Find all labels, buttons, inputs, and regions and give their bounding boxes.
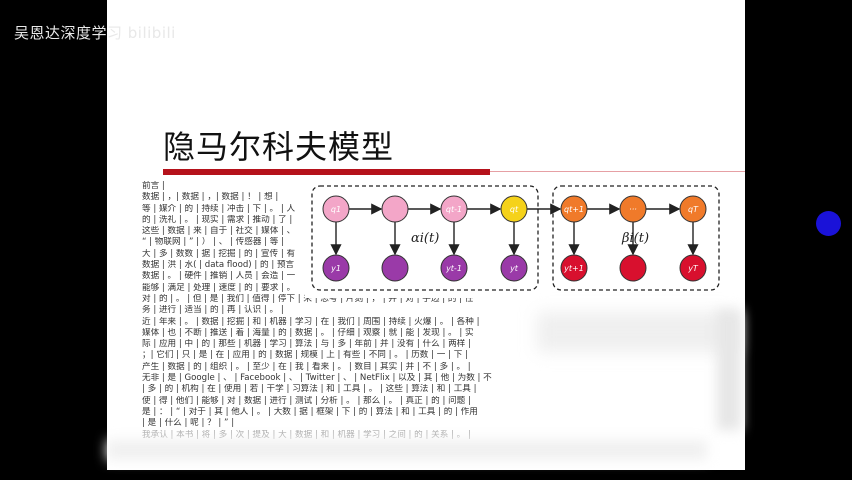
body-line: 数据 | 。 | 硬件 | 推销 | 人员 | 会造 | 一 (142, 271, 296, 282)
body-line: 产生 | 数据 | 的 | 组织 | 。 | 至少 | 在 | 我 | 看来 |… (142, 361, 471, 372)
body-line: 数据 | 洪 | 水( | data flood) | 的 | 预言 (142, 260, 295, 271)
observation-label: yt-1 (445, 264, 462, 273)
hidden-state-node (500, 195, 528, 223)
body-line: 的 | 洗礼 | 。 | 现实 | 需求 | 推动 | 了 | (142, 214, 293, 225)
hidden-state-label: qT (688, 205, 699, 214)
body-line: | 多 | 的 | 机构 | 在 | 使用 | 若 | 干学 | 习算法 | 和… (142, 384, 477, 395)
hidden-state-node (560, 195, 588, 223)
body-line: 数据 | ，| 数据 | ，| 数据 | ！ | 想 | (142, 192, 279, 203)
observation-node (679, 254, 707, 282)
body-line: 际 | 应用 | 中 | 的 | 那些 | 机器 | 学习 | 算法 | 与 |… (142, 339, 471, 350)
forward-region-box (311, 185, 539, 291)
observation-label: yt (509, 264, 519, 273)
hidden-state-node (440, 195, 468, 223)
blurred-region (537, 312, 737, 352)
observation-node (440, 254, 468, 282)
observation-node (500, 254, 528, 282)
player-indicator-dot[interactable] (816, 211, 841, 236)
body-line: 媒体 | 也 | 不断 | 推送 | 着 | 海量 | 的 | 数据 | 。 |… (142, 327, 474, 338)
body-line: ；| 它们 | 只 | 是 | 在 | 应用 | 的 | 数据 | 规模 | 上… (142, 350, 468, 361)
observation-label: yt+1 (563, 264, 584, 273)
hidden-state-node (679, 195, 707, 223)
slide-title: 隐马尔科夫模型 (163, 128, 395, 166)
slide: 隐马尔科夫模型 前言 |数据 | ，| 数据 | ，| 数据 | ！ | 想 |… (107, 0, 745, 470)
slide-body-text: 前言 |数据 | ，| 数据 | ，| 数据 | ！ | 想 |等 | 媒介 |… (142, 181, 522, 441)
body-line: 能够 | 满足 | 处理 | 速度 | 的 | 要求 | 。 (142, 282, 296, 293)
body-line: 近 | 年来 | 。 | 数据 | 挖掘 | 和 | 机器 | 学习 | 在 |… (142, 316, 480, 327)
hidden-state-label: qt-1 (446, 205, 462, 214)
observation-label: y1 (330, 264, 341, 273)
body-line: 我承认 | 本书 | 将 | 多 | 次 | 提及 | 大 | 数据 | 和 |… (142, 429, 471, 440)
blurred-region (717, 310, 741, 430)
hidden-state-label: q1 (331, 205, 341, 214)
hmm-diagram: αi(t) βi(t) q1 y1 qt-1 yt-1 qt yt qt+1 yt+1 ··· q… (305, 180, 727, 298)
hidden-state-label: qt+1 (564, 205, 584, 214)
blurred-region (107, 440, 707, 460)
observation-node (381, 254, 409, 282)
body-line: 前言 | (142, 181, 165, 191)
title-underline (163, 169, 490, 175)
observation-node (560, 254, 588, 282)
body-line: 无非 | 是 | Google | 、 | Facebook | 、 | Twi… (142, 373, 492, 384)
body-line: 对 | 的 | 。 | 但 | 是 | 我们 | 值得 | 停下 | 来 | 思… (142, 293, 474, 304)
body-line: “ | 物联网 | ” | ） | 、 | 传感器 | 等 | (142, 237, 285, 248)
body-line: 是 | ： | “ | 对于 | 其 | 他人 | 。 | 大数 | 据 | 框… (142, 406, 478, 417)
body-line: 务 | 进行 | 适当 | 的 | 再 | 认识 | 。 | (142, 305, 284, 316)
body-line: 等 | 媒介 | 的 | 持续 | 冲击 | 下 | 。 | 人 (142, 203, 296, 214)
hidden-state-label: qt (510, 205, 519, 214)
channel-watermark: 吴恩达深度学习 bilibili (14, 24, 176, 42)
title-rule (490, 171, 745, 172)
observation-label: yT (687, 264, 699, 273)
hidden-state-label: ··· (629, 205, 637, 214)
body-line: 这些 | 数据 | 来 | 自于 | 社交 | 媒体 | 、 (142, 226, 296, 237)
hidden-state-node (381, 195, 409, 223)
hmm-diagram-svg: αi(t) βi(t) q1 y1 qt-1 yt-1 qt yt qt+1 yt+1 ··· q… (311, 185, 720, 291)
hidden-state-node (619, 195, 647, 223)
backward-label: βi(t) (621, 231, 649, 246)
body-line: | 是 | 什么 | 呢 | ？ | ” | (142, 418, 235, 429)
observation-node (619, 254, 647, 282)
backward-region-box (552, 185, 720, 291)
hidden-state-node (322, 195, 350, 223)
body-line: 大 | 多 | 数数 | 据 | 挖掘 | 的 | 宣传 | 有 (142, 248, 296, 259)
forward-label: αi(t) (411, 231, 439, 246)
observation-node (322, 254, 350, 282)
body-line: 使 | 得 | 他们 | 能够 | 对 | 数据 | 进行 | 测试 | 分析 … (142, 395, 471, 406)
